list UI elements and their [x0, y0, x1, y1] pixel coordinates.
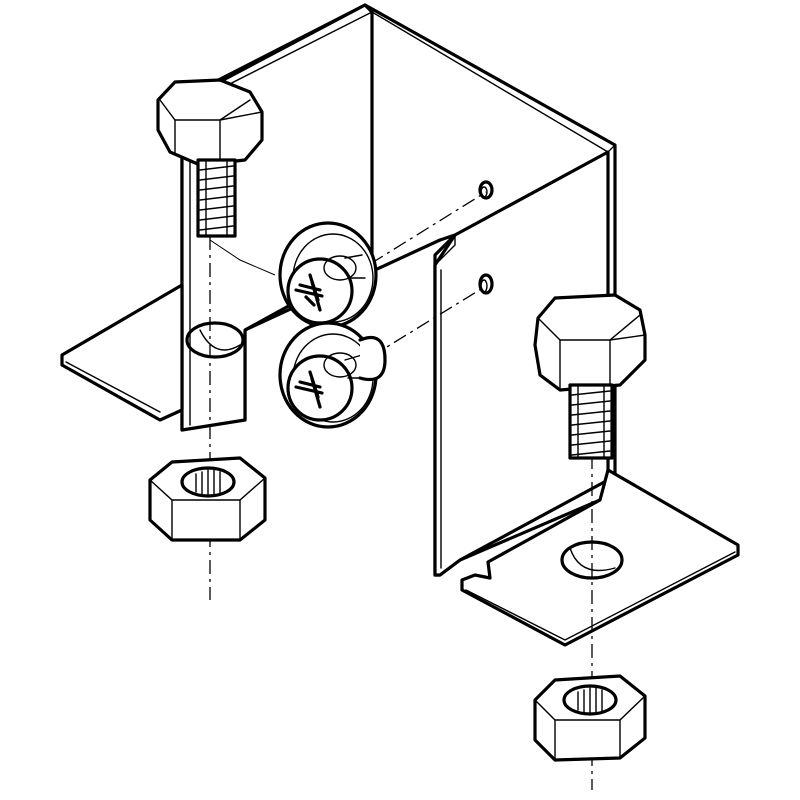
bracket-top-inner-edge [371, 11, 609, 153]
upper-phillips-screw [278, 221, 378, 329]
lower-screw-hole [478, 273, 494, 295]
bracket-right-fold [434, 234, 456, 266]
phillips-screw-icon [294, 273, 324, 312]
bracket-right-foot-edge [465, 551, 736, 641]
upper-screw-hole [478, 180, 494, 200]
bracket-left-foot [60, 283, 184, 422]
left-hex-nut [148, 456, 267, 542]
hex-bolt-icon [533, 293, 647, 392]
hex-bolt-icon [156, 78, 264, 167]
phillips-screw-icon [294, 370, 324, 409]
right-bolt-shank [568, 383, 614, 460]
right-hex-bolt [533, 293, 647, 460]
bracket-right-foot [460, 468, 740, 647]
left-bolt-hole [185, 321, 245, 359]
left-hex-bolt [156, 78, 264, 238]
bracket-left-foot-edge [65, 361, 161, 413]
lower-phillips-screw [278, 321, 387, 429]
right-hex-nut [533, 674, 647, 762]
